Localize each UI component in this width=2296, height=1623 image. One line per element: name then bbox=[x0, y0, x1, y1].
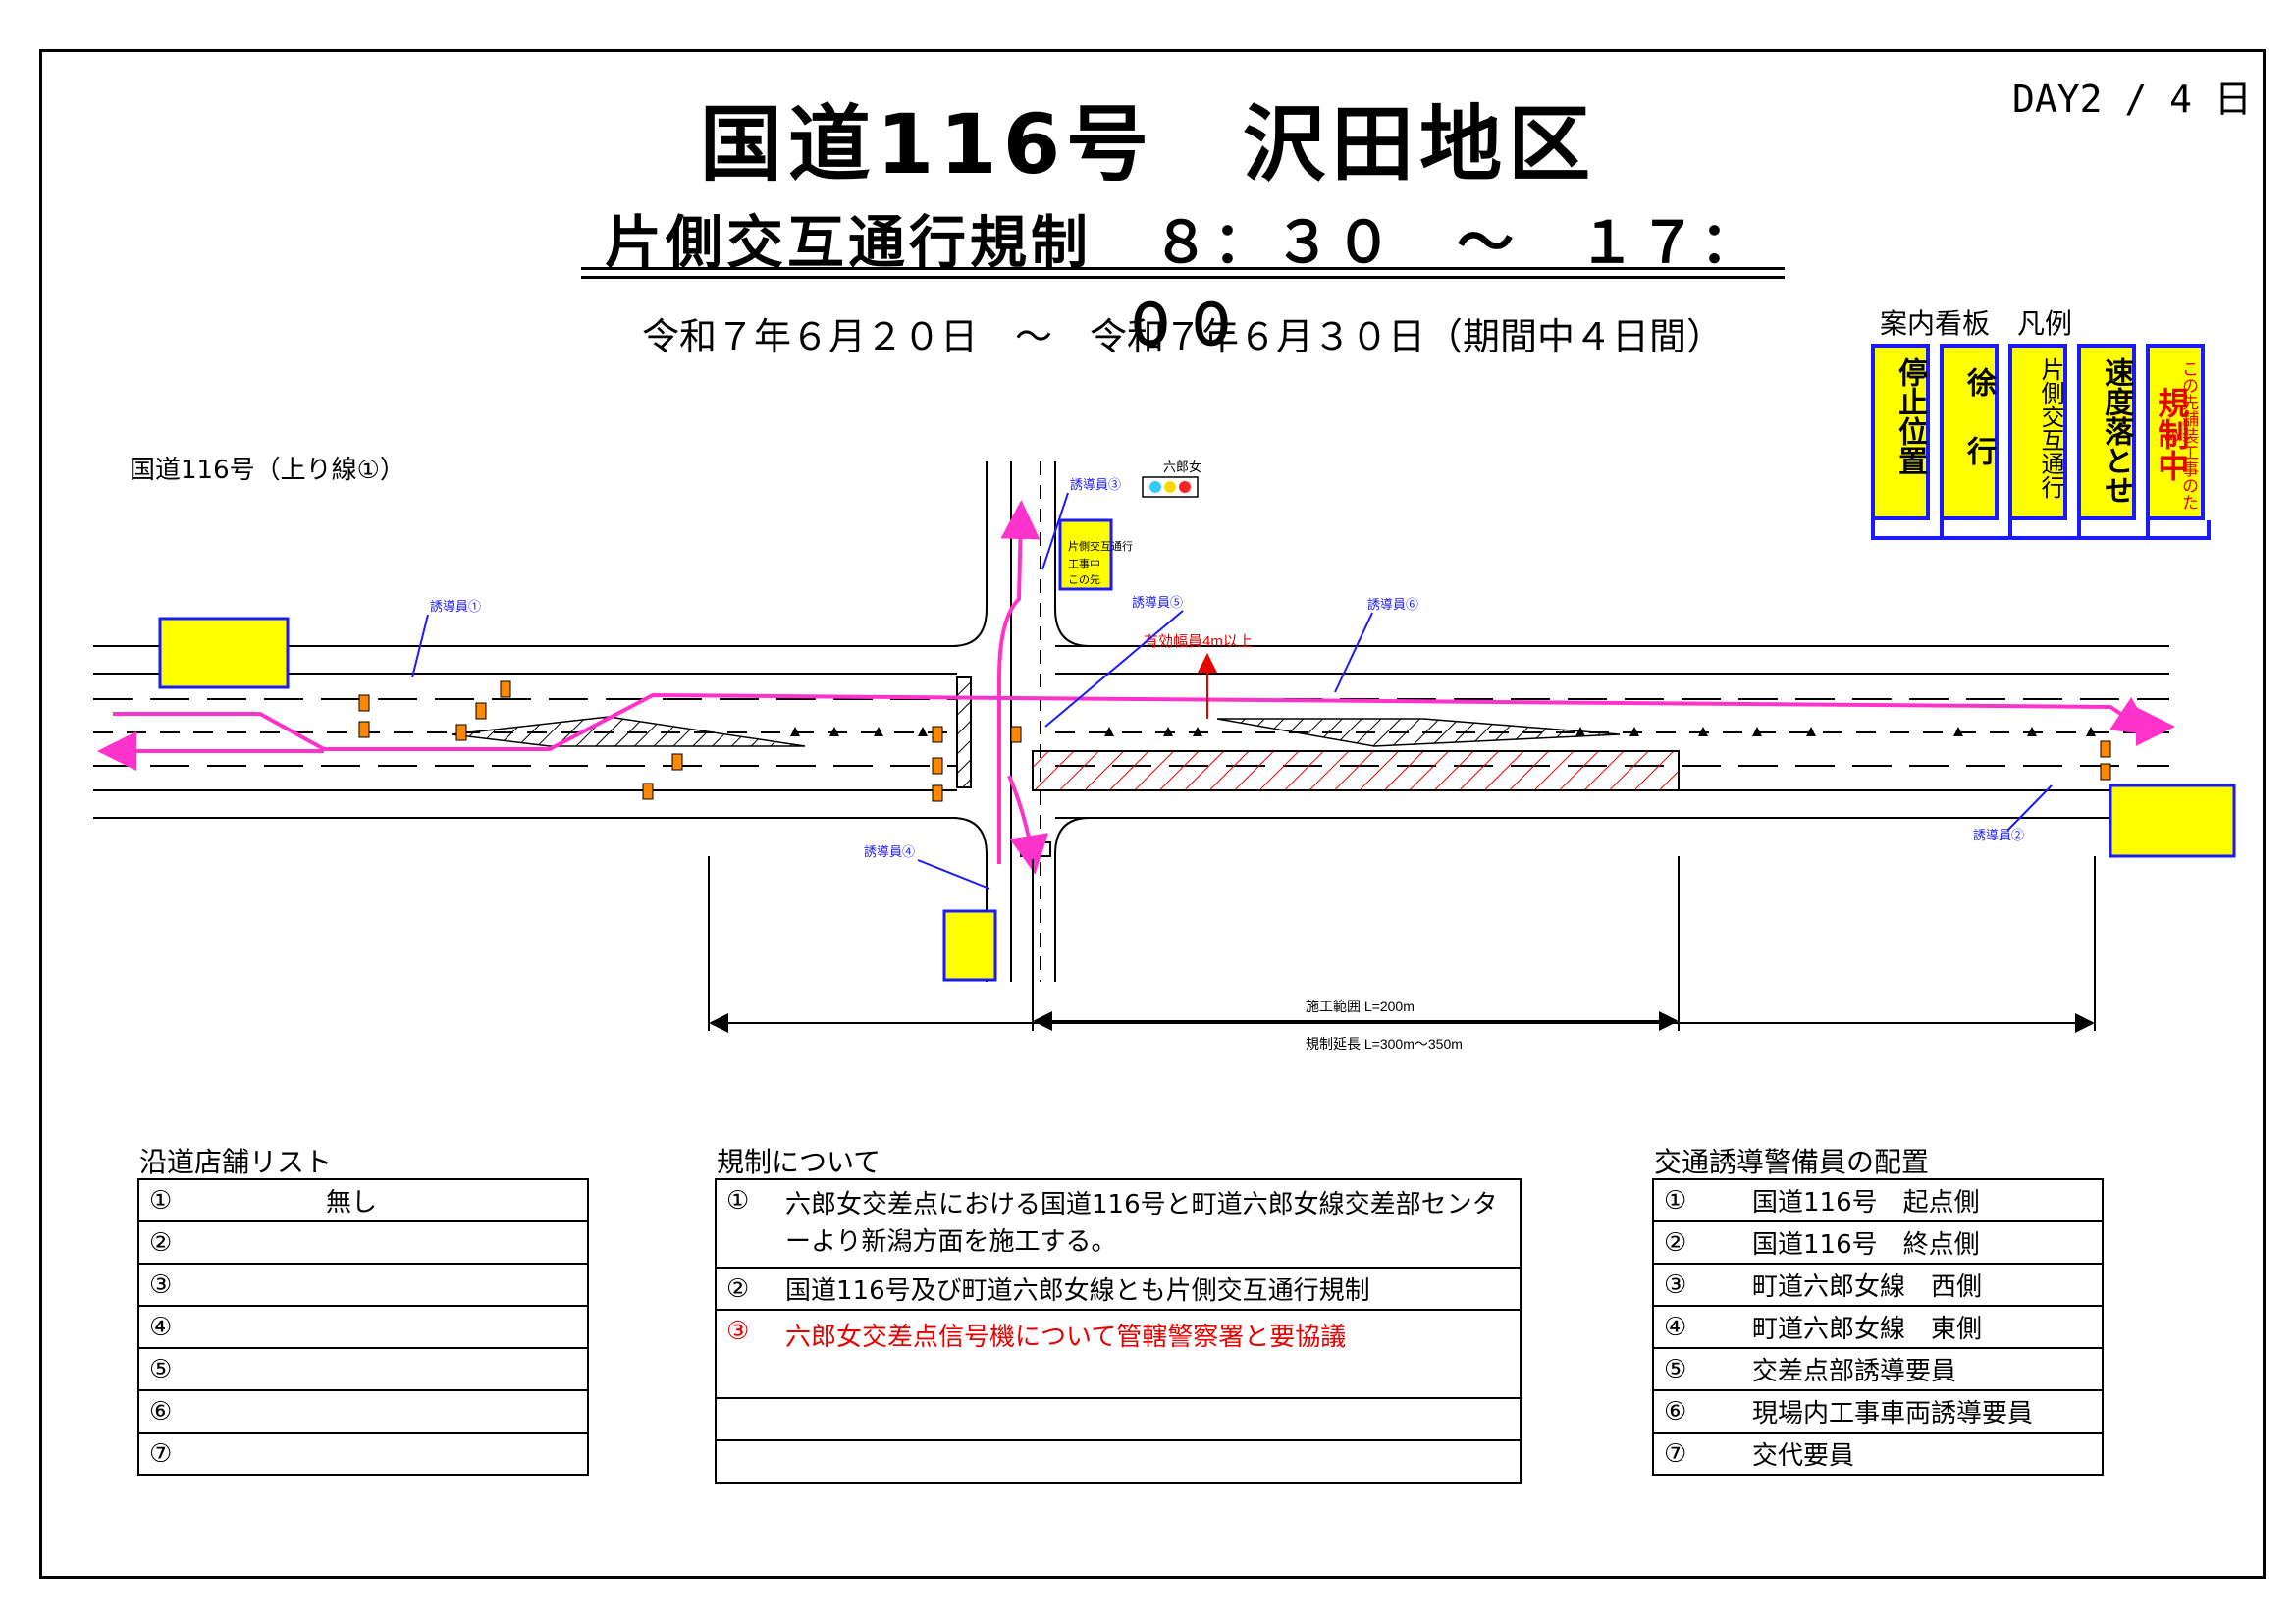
table-row: ⑦ bbox=[137, 1432, 589, 1476]
table-row bbox=[715, 1397, 1522, 1441]
construction-range: 施工範囲 L=200m bbox=[1306, 999, 1415, 1014]
legend-board-stop: 停止位置 bbox=[1871, 344, 1930, 520]
regulation-title: 規制について bbox=[717, 1146, 881, 1178]
subtitle-underline-2 bbox=[581, 276, 1785, 279]
diagram-boards bbox=[158, 518, 2236, 982]
legend-board-slowdown: 速度落とせ bbox=[2077, 344, 2136, 520]
guard-label-4: 誘導員④ bbox=[864, 844, 915, 859]
guard-label-5: 誘導員⑤ bbox=[1132, 595, 1183, 610]
guard-label-6: 誘導員⑥ bbox=[1367, 597, 1418, 612]
table-row: ③ bbox=[137, 1263, 589, 1307]
regulation-length: 規制延長 L=300m～350m bbox=[1306, 1036, 1463, 1052]
day-indicator: DAY2 / 4 日 bbox=[2012, 78, 2252, 121]
main-road bbox=[93, 461, 2169, 982]
page-title: 国道116号 沢田地区 bbox=[699, 96, 1597, 192]
arrow-signs bbox=[358, 680, 2111, 802]
dimension-lines bbox=[708, 856, 2096, 1033]
taper-west bbox=[451, 716, 806, 747]
legend-title: 案内看板 凡例 bbox=[1880, 307, 2073, 340]
legend-boards: 停止位置 徐行 片側交互通行 速度落とせ 規制中 この先舗装工事のため bbox=[1871, 344, 2211, 540]
table-row: ④ bbox=[137, 1305, 589, 1349]
signal-label: 六郎女 bbox=[1163, 460, 1201, 474]
board-text-construction: 工事中 bbox=[1068, 558, 1100, 570]
board-text-alternate: 片側交互通行 bbox=[1068, 539, 1133, 553]
width-note: 有効幅員4m以上 bbox=[1144, 633, 1253, 650]
guard-leaders bbox=[411, 492, 2053, 890]
shops-title: 沿道店舗リスト bbox=[139, 1146, 333, 1178]
guard-label-2: 誘導員② bbox=[1973, 828, 2024, 842]
table-row: ② bbox=[137, 1220, 589, 1265]
subtitle-underline bbox=[581, 267, 1785, 270]
cone-row bbox=[790, 727, 2096, 736]
guards-title: 交通誘導警備員の配置 bbox=[1654, 1146, 1930, 1178]
traffic-route bbox=[97, 500, 2175, 875]
regulation-hours: 片側交互通行規制 ８：３０ ～ １７：００ bbox=[604, 209, 1761, 358]
guard-label-3: 誘導員③ bbox=[1070, 477, 1121, 492]
board-text-ahead: この先 bbox=[1068, 573, 1100, 586]
table-row: ⑥ bbox=[137, 1389, 589, 1434]
legend-board-regulation: 規制中 この先舗装工事のため bbox=[2146, 344, 2205, 520]
legend-board-alternate: 片側交互通行 bbox=[2008, 344, 2067, 520]
guard-label-1: 誘導員① bbox=[430, 599, 481, 614]
table-row bbox=[715, 1439, 1522, 1484]
page-frame bbox=[39, 49, 2266, 1579]
table-row: ⑤ bbox=[137, 1347, 589, 1391]
construction-area bbox=[1032, 750, 1680, 791]
taper-east bbox=[1216, 718, 1621, 747]
legend-board-slow: 徐行 bbox=[1940, 344, 1999, 520]
regulation-period: 令和７年６月２０日 ～ 令和７年６月３０日（期間中４日間） bbox=[641, 315, 1724, 358]
road-label: 国道116号（上り線①） bbox=[130, 456, 405, 485]
